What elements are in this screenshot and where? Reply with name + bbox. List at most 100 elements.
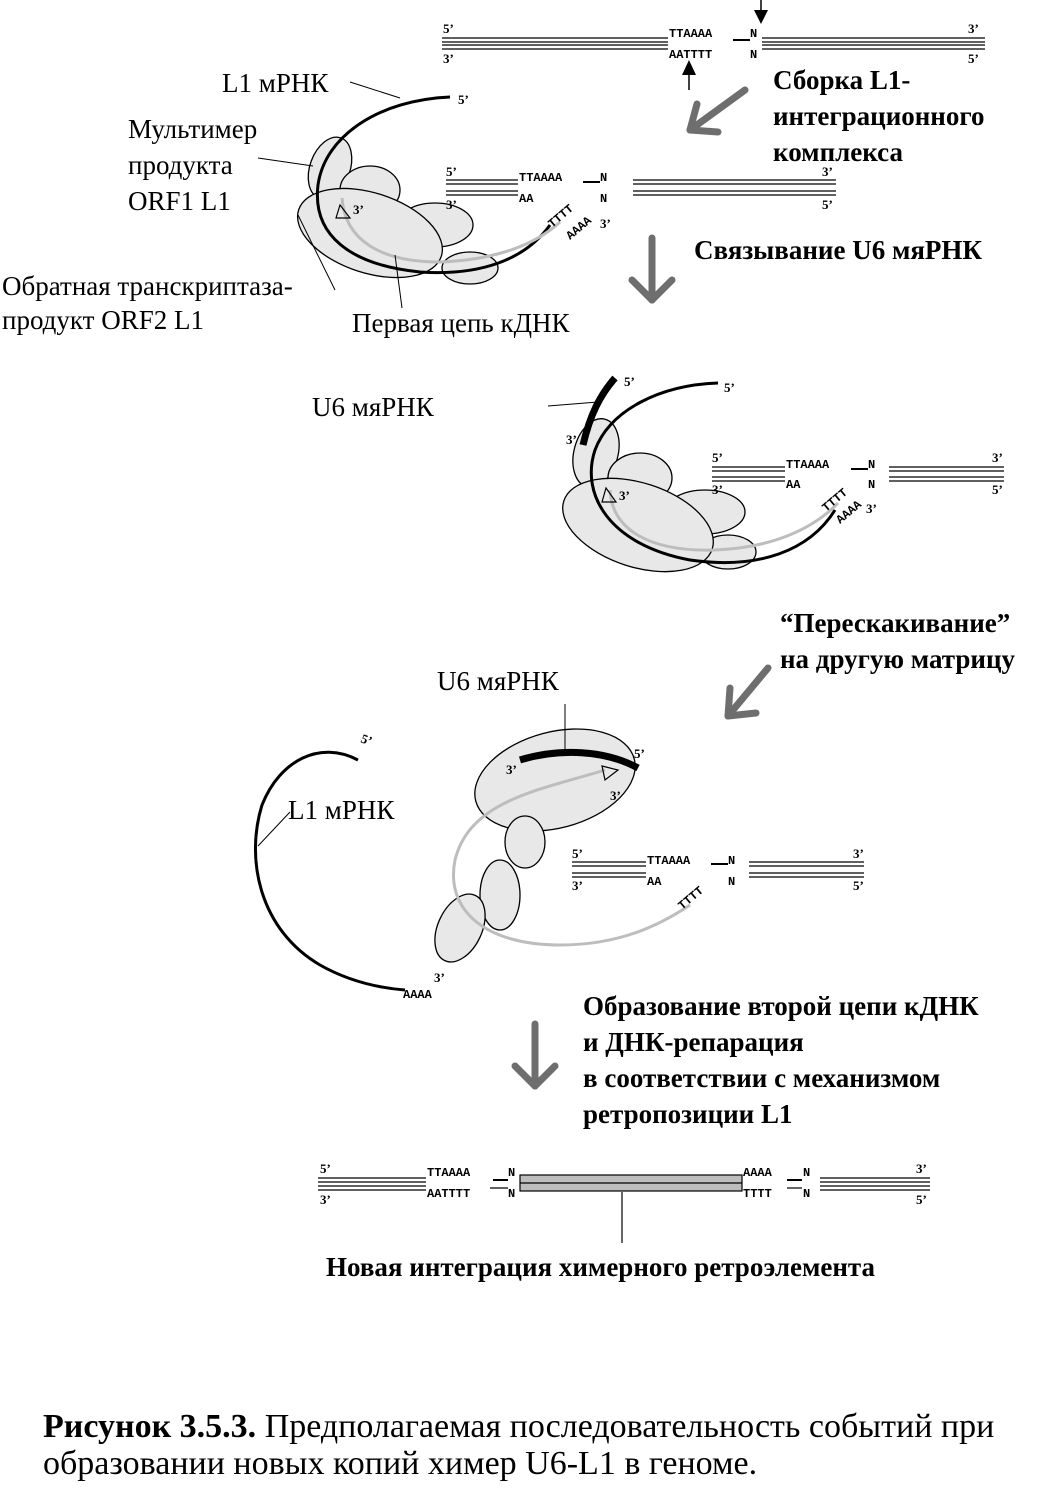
- seq-ttaaaa: TTAAAA: [519, 171, 563, 185]
- end-label: 5’: [443, 21, 454, 36]
- end-label: 5’: [320, 1161, 331, 1176]
- seq-n: N: [728, 875, 735, 889]
- final-title: Новая интеграция химерного ретроэлемента: [326, 1252, 875, 1282]
- step-2-title: Связывание U6 мяРНК: [694, 235, 982, 265]
- seq-aaaa: AAAA: [743, 1166, 773, 1180]
- caption-label: Рисунок 3.5.3.: [43, 1408, 257, 1445]
- seq-ttaaaa: TTAAAA: [647, 854, 691, 868]
- integration-complex-1: 5’ 3’ TTTT AAAA 3’ 5’ 3’ 3’ 5’ TTAAAA N …: [257, 81, 836, 309]
- end-label: 3’: [853, 846, 864, 861]
- step-4-title: Образование второй цепи кДНК: [583, 991, 979, 1021]
- end-label: 3’: [968, 21, 979, 36]
- end-label: 5’: [992, 482, 1003, 497]
- seq-tttt: TTTT: [676, 884, 707, 913]
- label-orf1: ORF1 L1: [128, 186, 231, 216]
- seq-n: N: [750, 27, 757, 41]
- end-label: 5’: [724, 380, 735, 395]
- first-strand-cdna: [608, 489, 840, 552]
- first-strand-cdna: [340, 197, 562, 264]
- label-reverse-transcriptase: продукт ORF2 L1: [2, 305, 204, 335]
- seq-aatttt: AATTTT: [427, 1187, 470, 1201]
- end-label: 3’: [434, 970, 445, 985]
- seq-n: N: [728, 854, 735, 868]
- seq-n: N: [868, 478, 875, 492]
- end-label: 5’: [853, 878, 864, 893]
- first-strand-cdna: [452, 768, 691, 947]
- end-label: 5’: [359, 731, 374, 749]
- end-label: 5’: [822, 197, 833, 212]
- seq-ttaaaa: TTAAAA: [669, 27, 713, 41]
- seq-n: N: [750, 48, 757, 62]
- end-label: 3’: [566, 432, 577, 447]
- end-label: 3’: [822, 164, 833, 179]
- end-label: 3’: [506, 762, 517, 777]
- end-label: 5’: [916, 1192, 927, 1207]
- step-arrow-4: [511, 1020, 559, 1090]
- end-label: 5’: [968, 51, 979, 66]
- label-l1-mrna: L1 мРНК: [288, 795, 395, 825]
- end-label: 3’: [992, 450, 1003, 465]
- step-1-title: интеграционного: [773, 101, 984, 131]
- end-label: 3’: [712, 482, 723, 497]
- end-label: 3’: [866, 501, 877, 516]
- step-4-title: ретропозиции L1: [583, 1099, 793, 1129]
- end-label: 5’: [624, 374, 635, 389]
- step-1-title: Сборка L1-: [773, 65, 910, 95]
- seq-aaaa: AAAA: [403, 988, 433, 1002]
- seq-n: N: [803, 1166, 810, 1180]
- end-label: 3’: [320, 1192, 331, 1207]
- step-4-title: в соответствии с механизмом: [583, 1063, 940, 1093]
- label-l1-mrna: L1 мРНК: [222, 68, 329, 98]
- end-label: 3’: [353, 202, 364, 217]
- seq-n: N: [803, 1187, 810, 1201]
- l1-mrna-strand: [589, 381, 837, 564]
- caption-text: Предполагаемая последовательность событи…: [43, 1408, 995, 1482]
- u6-snrna-strand: [518, 748, 640, 772]
- end-label: 5’: [446, 164, 457, 179]
- seq-n: N: [600, 192, 607, 206]
- seq-n: N: [508, 1187, 515, 1201]
- end-label: 3’: [619, 488, 630, 503]
- template-switch-complex: 5’ 3’ 5’ 3’ 3’ AAAA TTTT 5’ 3’ 3’ 5’ TTA…: [253, 704, 864, 1002]
- label-first-strand-cdna: Первая цепь кДНК: [352, 308, 571, 338]
- seq-tttt: TTTT: [743, 1187, 772, 1201]
- end-label: 5’: [634, 746, 645, 761]
- seq-aa: AA: [519, 192, 534, 206]
- end-label: 3’: [446, 197, 457, 212]
- end-label: 5’: [572, 846, 583, 861]
- end-label: 5’: [458, 92, 469, 107]
- label-orf1: продукта: [128, 150, 233, 180]
- step-3-title: на другую матрицу: [780, 644, 1015, 674]
- u6-snrna-strand: [579, 375, 618, 446]
- end-label: 3’: [443, 51, 454, 66]
- target-dna-initial: 5’ 3’ 3’ 5’ TTAAAA N AATTTT N: [442, 0, 985, 90]
- end-label: 3’: [610, 788, 621, 803]
- label-u6-snrna: U6 мяРНК: [312, 392, 435, 422]
- seq-aa: AA: [647, 875, 662, 889]
- step-4-title: и ДНК-репарация: [583, 1027, 804, 1057]
- label-u6-snrna: U6 мяРНК: [437, 666, 560, 696]
- end-label: 3’: [572, 878, 583, 893]
- step-1-title: комплекса: [773, 137, 903, 167]
- l1-mrna-strand: [315, 95, 552, 275]
- figure-caption: Рисунок 3.5.3. Предполагаемая последоват…: [43, 1408, 1058, 1482]
- step-arrow-1: [686, 86, 749, 136]
- end-label: 3’: [916, 1161, 927, 1176]
- seq-ttaaaa: TTAAAA: [427, 1166, 471, 1180]
- seq-ttaaaa: TTAAAA: [786, 458, 830, 472]
- label-reverse-transcriptase: Обратная транскриптаза-: [2, 271, 293, 301]
- chimeric-integration: 5’ 3’ 3’ 5’ TTAAAA N AATTTT N AAAA N TTT…: [318, 1161, 930, 1243]
- cleavage-arrowhead-bottom: [682, 60, 696, 75]
- end-label: 3’: [600, 216, 611, 231]
- seq-aatttt: AATTTT: [669, 48, 712, 62]
- seq-n: N: [868, 458, 875, 472]
- seq-n: N: [508, 1166, 515, 1180]
- cleavage-arrowhead-top: [754, 10, 768, 24]
- step-arrow-2: [628, 234, 676, 304]
- l1-mrna-free: [253, 750, 406, 992]
- label-orf1: Мультимер: [128, 114, 257, 144]
- step-arrow-3: [724, 664, 772, 720]
- end-label: 5’: [712, 450, 723, 465]
- seq-n: N: [600, 171, 607, 185]
